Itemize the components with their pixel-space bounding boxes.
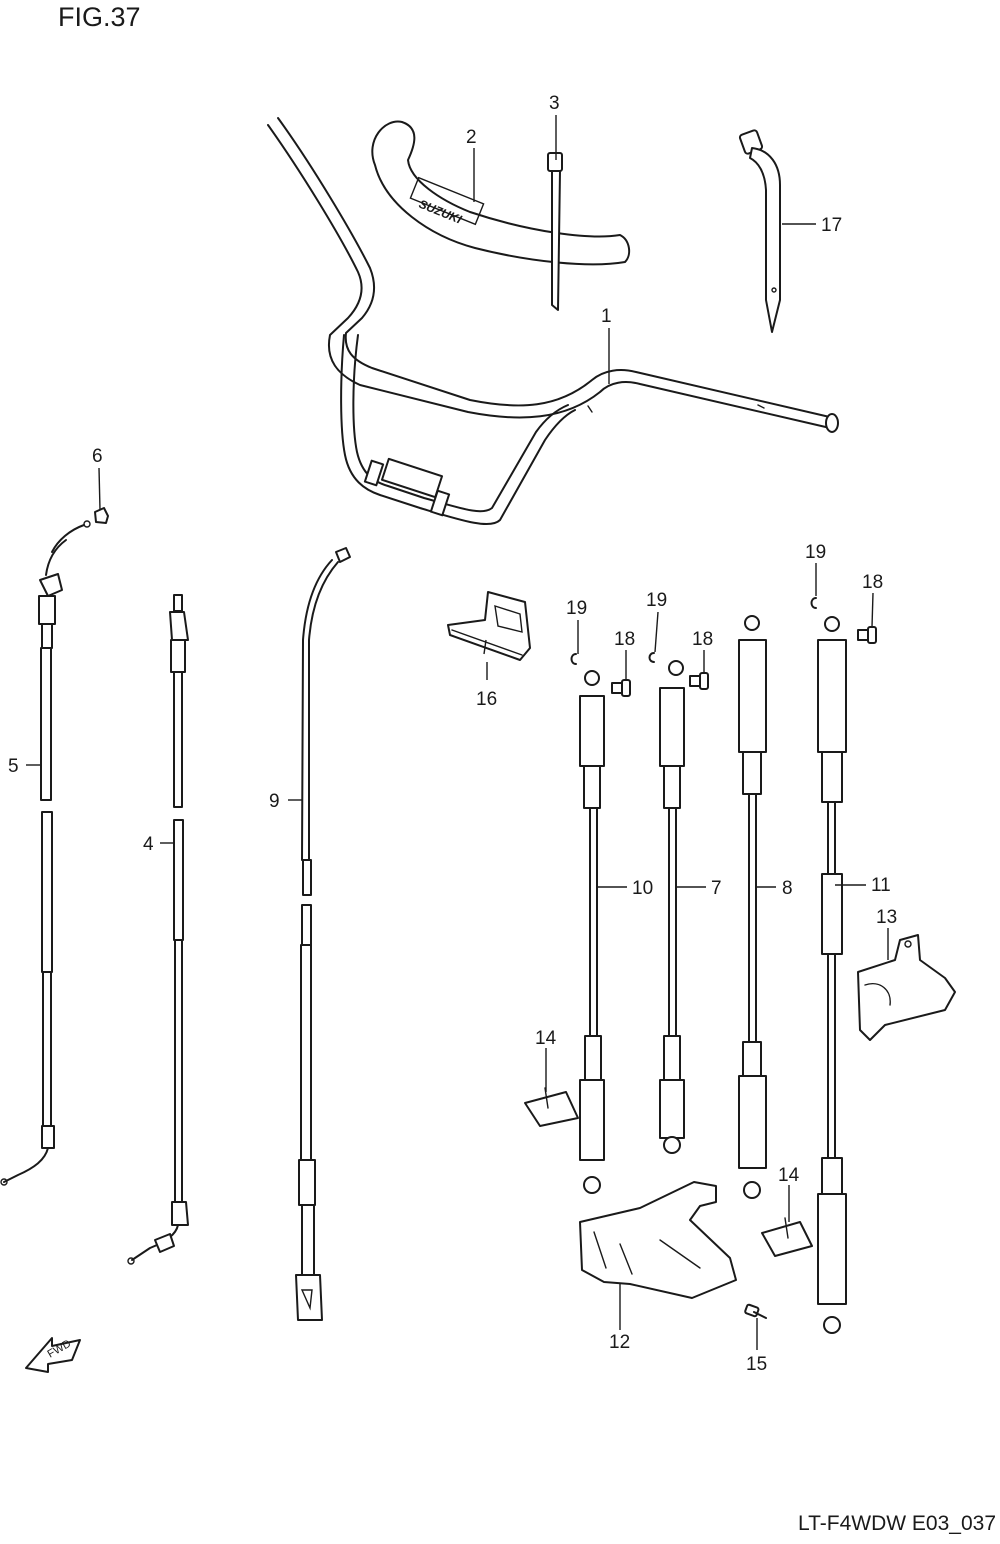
callout-2: 2 — [466, 127, 477, 148]
cable-part-7 — [659, 660, 685, 1154]
callout-19-a: 19 — [566, 598, 587, 619]
callout-5: 5 — [8, 756, 19, 777]
callout-19-b: 19 — [646, 590, 667, 611]
callout-16: 16 — [476, 689, 497, 710]
throttle-cable-part-5 — [0, 520, 91, 1186]
cable-part-4 — [127, 594, 189, 1265]
callout-18-b: 18 — [692, 629, 713, 650]
callout-3: 3 — [549, 93, 560, 114]
figure-title: FIG.37 — [58, 2, 141, 32]
cable-tie-part-3 — [547, 152, 563, 311]
callout-7: 7 — [711, 878, 722, 899]
bracket-part-16 — [447, 591, 531, 661]
nut-part-6 — [94, 507, 109, 524]
cable-part-10 — [579, 670, 605, 1194]
bracket-part-13 — [857, 934, 956, 1041]
callout-18-c: 18 — [862, 572, 883, 593]
callout-18-a: 18 — [614, 629, 635, 650]
cable-part-11 — [817, 616, 847, 1334]
drawing-code: LT-F4WDW E03_037 — [797, 1512, 996, 1535]
callout-1: 1 — [601, 306, 612, 327]
callout-17: 17 — [821, 215, 842, 236]
clamp-part-17 — [738, 129, 781, 333]
callout-14-right: 14 — [778, 1165, 800, 1186]
callout-6: 6 — [92, 446, 103, 467]
callout-8: 8 — [782, 878, 793, 899]
callout-19-c: 19 — [805, 542, 826, 563]
callout-11: 11 — [871, 875, 891, 896]
callout-numbers: 1 2 3 4 5 6 7 8 9 10 11 12 13 14 14 15 1… — [8, 93, 897, 1375]
callout-15: 15 — [746, 1354, 767, 1375]
cable-part-8 — [738, 615, 767, 1199]
bolt-part-18 — [611, 626, 877, 697]
screw-part-15 — [744, 1303, 767, 1319]
handlebar-right-end — [825, 413, 839, 433]
callout-14-left: 14 — [535, 1028, 557, 1049]
clip-part-19 — [570, 597, 817, 665]
handlebar-pad-part-2: SUZUKI — [371, 120, 631, 266]
bracket-part-12 — [579, 1181, 737, 1299]
handlebar-part-1 — [267, 117, 839, 526]
callout-10: 10 — [632, 878, 653, 899]
callout-9: 9 — [269, 791, 280, 812]
forward-direction-icon: FWD — [25, 1337, 81, 1373]
clip-part-14 — [524, 1087, 813, 1257]
callout-12: 12 — [609, 1332, 630, 1353]
callout-13: 13 — [876, 907, 897, 928]
cable-part-9 — [295, 547, 351, 1321]
callout-4: 4 — [143, 834, 154, 855]
leader-lines — [26, 115, 889, 1350]
